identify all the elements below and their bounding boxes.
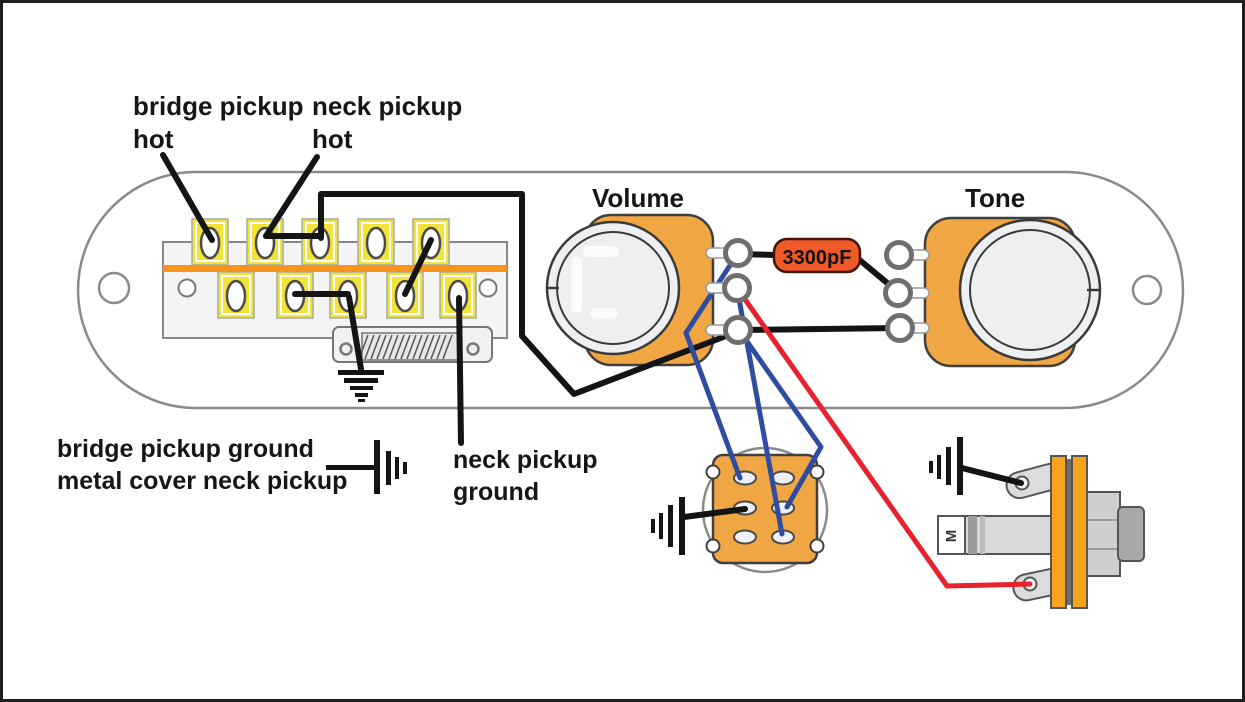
pot-underside-ground-icon — [651, 497, 685, 555]
blue-wire-3 — [736, 327, 824, 510]
tone-capacitor: 3300pF — [772, 237, 862, 274]
volume-knob — [545, 220, 681, 356]
output-jack: M — [937, 455, 1145, 609]
label-neck-pickup-hot-1: neck pickup — [312, 91, 462, 121]
jack-sleeve-band-1 — [968, 516, 977, 554]
pot-underside-notches — [705, 464, 825, 554]
bridge-ground-icon — [326, 440, 407, 494]
label-bridge-pickup-hot-1: bridge pickup — [133, 91, 303, 121]
label-neck-ground-1: neck pickup — [453, 446, 598, 474]
wire-ground-to-pot-underside — [681, 506, 748, 520]
wire-switch-to-ground — [346, 294, 364, 372]
jack-washer-gap — [1066, 459, 1074, 605]
ground-symbols — [326, 370, 963, 555]
plate-mounting-hole-right — [1131, 274, 1163, 306]
blue-wire-1 — [683, 250, 743, 481]
switch-lug-top-4 — [357, 218, 395, 266]
wire-top5-bottom4 — [402, 237, 434, 297]
switch-lug-bottom-1 — [217, 271, 255, 319]
jack-threaded-tip — [1117, 506, 1145, 562]
jack-marking-text: M — [943, 530, 960, 543]
tone-knob — [958, 218, 1102, 362]
label-bridge-pickup-hot-2: hot — [133, 124, 174, 154]
switch-spring-assembly — [332, 326, 493, 363]
volume-knob-highlight — [571, 246, 619, 318]
tone-terminal-2 — [883, 278, 913, 308]
label-bridge-ground-2: metal cover neck pickup — [57, 467, 347, 495]
tone-terminal-3 — [885, 313, 915, 343]
volume-pot — [545, 213, 715, 367]
pot-underside-view — [701, 446, 829, 574]
switch-screw-hole-left — [177, 278, 197, 298]
capacitor-value-text: 3300pF — [783, 247, 852, 269]
label-tone: Tone — [965, 183, 1025, 213]
switch-orange-stripe — [163, 265, 507, 272]
spring-hook-left — [339, 342, 353, 356]
jack-hex-nut — [1085, 491, 1121, 577]
earth-ground-icon — [338, 370, 384, 402]
plate-mounting-hole-left — [97, 271, 131, 305]
volume-terminal-3 — [723, 315, 753, 345]
pot-terminals — [705, 238, 930, 345]
volume-terminal-2 — [722, 273, 752, 303]
switch-lug-bottom-5 — [439, 271, 477, 319]
wire-ground-to-jack — [959, 465, 1024, 486]
switch-screw-hole-right — [478, 278, 498, 298]
spring-hook-right — [466, 342, 480, 356]
wire-switch-to-volume — [318, 191, 742, 397]
jack-nut-facets — [1086, 519, 1120, 550]
label-volume: Volume — [592, 183, 684, 213]
red-wire-volume-to-jack — [734, 285, 1033, 589]
switch-bottom-lugs — [217, 271, 477, 319]
black-wires — [160, 152, 1024, 520]
capacitor-body — [772, 237, 862, 274]
jack-fiber-washer-1 — [1050, 455, 1067, 609]
red-wires — [734, 285, 1033, 589]
switch-lug-top-2 — [246, 218, 284, 266]
jack-sleeve-band-2 — [980, 516, 985, 554]
neck-hot-pointer-line — [263, 154, 320, 239]
neck-ground-pointer-line — [456, 295, 464, 446]
bridge-hot-pointer-line — [160, 152, 215, 243]
label-bridge-ground-1: bridge pickup ground — [57, 435, 314, 463]
pickup-selector-switch — [162, 218, 508, 363]
label-neck-pickup-hot-2: hot — [312, 124, 353, 154]
label-neck-ground-2: ground — [453, 478, 539, 506]
jack-fiber-washer-2 — [1071, 455, 1088, 609]
annotations: bridge pickup hot neck pickup hot Volume… — [57, 91, 1025, 506]
spring-coil-hatching — [358, 334, 453, 360]
tone-pot — [923, 216, 1102, 368]
tone-terminal-1 — [884, 240, 914, 270]
jack-sleeve-end-cap — [937, 515, 966, 555]
jack-ground-icon — [929, 437, 963, 495]
terminal-eyelets — [722, 238, 915, 345]
volume-terminal-1 — [723, 238, 753, 268]
